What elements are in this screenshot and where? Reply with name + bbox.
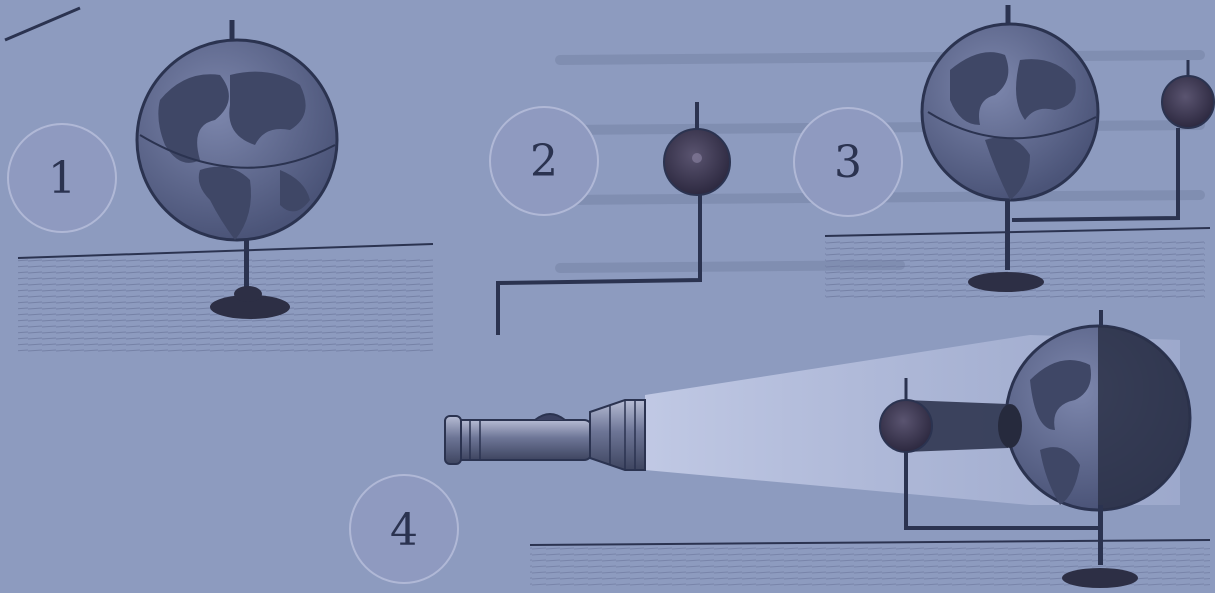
flashlight-icon [444, 399, 646, 471]
step-number-1: 1 [48, 153, 76, 204]
step-badge-2 [489, 106, 599, 216]
globe-stand-base [1062, 568, 1138, 588]
globe-stand-pole [244, 235, 249, 290]
table-edge [529, 539, 1211, 546]
globe-stand-pole [1005, 190, 1010, 270]
panel-1: 1 [7, 20, 434, 353]
globe-icon [135, 38, 339, 242]
moon-ball-icon [1161, 75, 1215, 129]
panel-2: 2 [489, 102, 731, 335]
panel-4: 4 [349, 310, 1211, 588]
step-number-4: 4 [390, 505, 418, 556]
corner-mark [4, 6, 81, 42]
table-edge [824, 227, 1211, 237]
panel-3: 3 [793, 5, 1215, 298]
globe-icon [1004, 324, 1192, 512]
step-number-3: 3 [834, 137, 862, 188]
moon-stand-wire [1011, 128, 1180, 222]
moon-ball-icon [879, 399, 933, 453]
moon-stand-wire [904, 452, 1098, 530]
moon-shadow-cone [905, 400, 1008, 452]
globe-icon [920, 22, 1100, 202]
moon-stand-wire [496, 195, 702, 335]
globe-stand-pole [1098, 505, 1103, 565]
table-edge [17, 243, 434, 259]
step-badge-1 [7, 123, 117, 233]
step-number-2: 2 [530, 136, 558, 187]
globe-stand-base [210, 295, 290, 319]
globe-stand-base [968, 272, 1044, 292]
step-badge-3 [793, 107, 903, 217]
step-badge-4 [349, 474, 459, 584]
